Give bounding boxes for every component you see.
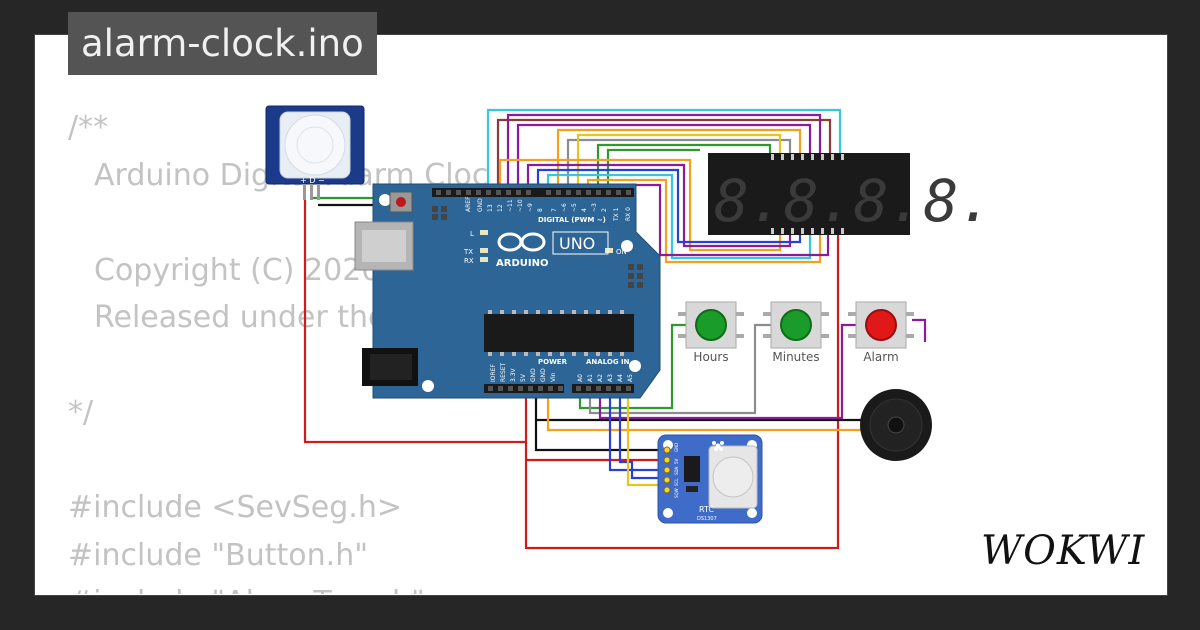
wokwi-logo[interactable]: WOKWI — [975, 520, 1150, 575]
uno-label: UNO — [559, 234, 595, 253]
pin-label: 13 — [487, 204, 494, 212]
pin-label: GND — [540, 368, 547, 382]
code-line: Copyright (C) 2020, — [94, 252, 390, 288]
rtc-label: RTC — [699, 505, 714, 514]
pin-label: GND — [477, 198, 484, 212]
arduino-uno-board[interactable]: DIGITAL (PWM ~) L TX RX ON ARDUINO UNO P… — [354, 183, 661, 399]
pir-motion-sensor[interactable]: + D − — [265, 105, 365, 200]
code-line: /** — [68, 110, 109, 145]
analog-in-label: ANALOG IN — [586, 358, 630, 366]
power-label: POWER — [538, 358, 568, 366]
wokwi-logo-text: WOKWI — [981, 528, 1145, 574]
pin-label: AREF — [465, 196, 472, 212]
pin-label: RX 0 — [625, 207, 632, 221]
pin-label: A0 — [577, 374, 584, 382]
button-hours[interactable]: Hours — [678, 301, 744, 364]
pin-label: 5V — [520, 373, 527, 382]
pin-label: ~10 — [517, 199, 524, 212]
pin-label: ~6 — [561, 203, 568, 212]
led-rx-label: RX — [464, 257, 474, 265]
button-hours-label: Hours — [693, 350, 728, 364]
rtc-pin-label: 5V — [674, 458, 679, 464]
pin-label: A4 — [617, 374, 624, 382]
code-line: */ — [68, 395, 94, 430]
rtc-pin-label: SDA — [674, 466, 679, 475]
pin-label: ~3 — [591, 203, 598, 212]
on-led-label: ON — [616, 248, 627, 256]
rtc-pin-label: GND — [674, 443, 679, 452]
code-line: #include "Button.h" — [68, 537, 368, 573]
pin-label: A5 — [627, 374, 634, 382]
pin-label: A2 — [597, 374, 604, 382]
code-line: #include "AlarmTone.h" — [68, 579, 488, 594]
rtc-pin-label: SQW — [674, 488, 679, 498]
button-alarm-label: Alarm — [863, 350, 898, 364]
pin-label: TX 1 — [613, 207, 620, 222]
led-l-label: L — [470, 230, 474, 238]
pin-label: RESET — [500, 362, 507, 382]
pin-label: Vin — [550, 372, 557, 382]
pin-label: 8 — [537, 208, 544, 212]
pin-label: A1 — [587, 374, 594, 382]
wokwi-logo-mark: WOKWI — [981, 528, 1145, 574]
button-minutes-label: Minutes — [772, 350, 819, 364]
pin-label: 12 — [497, 204, 504, 212]
rtc-chip-label: DS1307 — [697, 516, 717, 522]
led-tx-label: TX — [463, 248, 473, 256]
button-alarm[interactable]: Alarm — [848, 301, 914, 364]
pin-label: A3 — [607, 374, 614, 382]
button-minutes[interactable]: Minutes — [763, 301, 829, 364]
pin-label: IOREF — [490, 364, 497, 382]
code-line: #include <SevSeg.h> — [68, 490, 402, 525]
pin-label: ~9 — [527, 203, 534, 212]
rtc-module[interactable]: RTC DS1307 GND 5V SDA SCL SQW — [657, 434, 763, 524]
pin-label: 7 — [551, 208, 558, 212]
pin-label: 2 — [601, 208, 608, 212]
pin-label: ~5 — [571, 203, 578, 212]
display-digits: 8.8.8.8. — [714, 167, 993, 235]
pir-pin-labels: + D − — [300, 176, 325, 185]
pin-label: ~11 — [507, 199, 514, 212]
arduino-infinity-logo — [497, 232, 546, 252]
buzzer[interactable] — [860, 389, 932, 461]
rtc-pin-label: SCL — [674, 478, 679, 486]
pin-label: GND — [530, 368, 537, 382]
pin-label: 4 — [581, 208, 588, 212]
pin-label: 3.3V — [510, 367, 517, 382]
project-title[interactable]: alarm-clock.ino — [68, 12, 377, 75]
wires — [303, 108, 927, 550]
digital-pwm-label: DIGITAL (PWM ~) — [538, 216, 606, 224]
adafruit-flower-icon — [712, 441, 724, 451]
arduino-brand: ARDUINO — [496, 258, 548, 269]
seven-segment-display[interactable]: 8.8.8.8. — [708, 153, 993, 235]
